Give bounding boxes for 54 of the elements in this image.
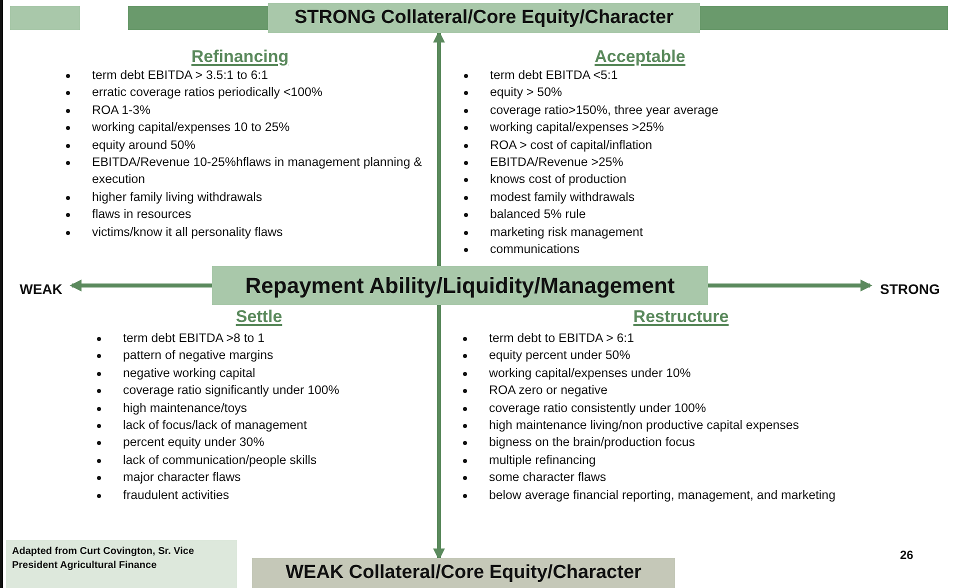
bullet-item: multiple refinancing	[489, 452, 956, 470]
bullet-item: pattern of negative margins	[123, 347, 453, 365]
quadrant-heading: Acceptable	[594, 47, 686, 67]
arrow	[70, 280, 212, 292]
bullet-item: ROA 1-3%	[92, 102, 447, 120]
bullet-item: percent equity under 30%	[123, 434, 453, 452]
bullet-item: flaws in resources	[92, 206, 447, 224]
axis-band: Repayment Ability/Liquidity/Management	[212, 266, 708, 305]
axis-end-label: WEAK	[10, 279, 72, 299]
bullet-item: some character flaws	[489, 469, 956, 487]
bullet-item: marketing risk management	[490, 224, 850, 242]
bullet-item: erratic coverage ratios periodically <100%	[92, 84, 447, 102]
bullet-item: fraudulent activities	[123, 486, 453, 504]
bullet-item: communications	[490, 241, 850, 258]
bullet-item: term debt to EBITDA > 6:1	[489, 330, 956, 348]
quadrant-heading: Restructure	[633, 307, 729, 327]
bullet-item: working capital/expenses >25%	[490, 119, 850, 137]
bullet-item: negative working capital	[123, 364, 453, 382]
bullet-item: coverage ratio>150%, three year average	[490, 102, 850, 120]
bullet-item: lack of focus/lack of management	[123, 417, 453, 434]
axis-end-label: STRONG	[870, 279, 950, 299]
bullet-item: equity > 50%	[490, 84, 850, 102]
bullet-item: term debt EBITDA > 3.5:1 to 6:1	[92, 67, 447, 84]
footer-band: WEAK Collateral/Core Equity/Character	[252, 558, 675, 588]
bullet-item: bigness on the brain/production focus	[489, 434, 956, 452]
bullet-item: knows cost of production	[490, 171, 850, 189]
bullet-item: major character flaws	[123, 469, 453, 487]
bullet-item: ROA > cost of capital/inflation	[490, 136, 850, 154]
bullet-item: balanced 5% rule	[490, 206, 850, 224]
bullet-item: coverage ratio significantly under 100%	[123, 382, 453, 400]
bullet-item: term debt EBITDA >8 to 1	[123, 330, 453, 348]
bullet-item: working capital/expenses under 10%	[489, 364, 956, 382]
arrow	[433, 30, 445, 266]
bullet-item: working capital/expenses 10 to 25%	[92, 119, 447, 137]
bullet-item: equity around 50%	[92, 136, 447, 154]
bullet-item: ROA zero or negative	[489, 382, 956, 400]
bullet-item: high maintenance/toys	[123, 400, 453, 418]
bullet-item: victims/know it all personality flaws	[92, 224, 447, 242]
bullet-item: coverage ratio consistently under 100%	[489, 400, 956, 418]
header-band: STRONG Collateral/Core Equity/Character	[268, 3, 700, 33]
quadrant-heading: Refinancing	[191, 47, 289, 67]
arrow	[433, 305, 445, 560]
bullet-item: term debt EBITDA <5:1	[490, 67, 850, 84]
bullet-item: EBITDA/Revenue >25%	[490, 154, 850, 172]
bullet-item: below average financial reporting, management, and marketing	[489, 486, 956, 504]
bullet-item: modest family withdrawals	[490, 188, 850, 206]
bullet-item: lack of communication/people skills	[123, 452, 453, 470]
source-note: Adapted from Curt Covington, Sr. Vice President Agricultural Finance	[6, 540, 237, 588]
arrow	[708, 280, 872, 292]
bullet-item: high maintenance living/non productive capital expenses	[489, 417, 956, 434]
bullet-item: higher family living withdrawals	[92, 188, 447, 206]
page-number: 26	[900, 548, 914, 562]
bullet-item: equity percent under 50%	[489, 347, 956, 365]
quadrant-heading: Settle	[236, 307, 282, 327]
